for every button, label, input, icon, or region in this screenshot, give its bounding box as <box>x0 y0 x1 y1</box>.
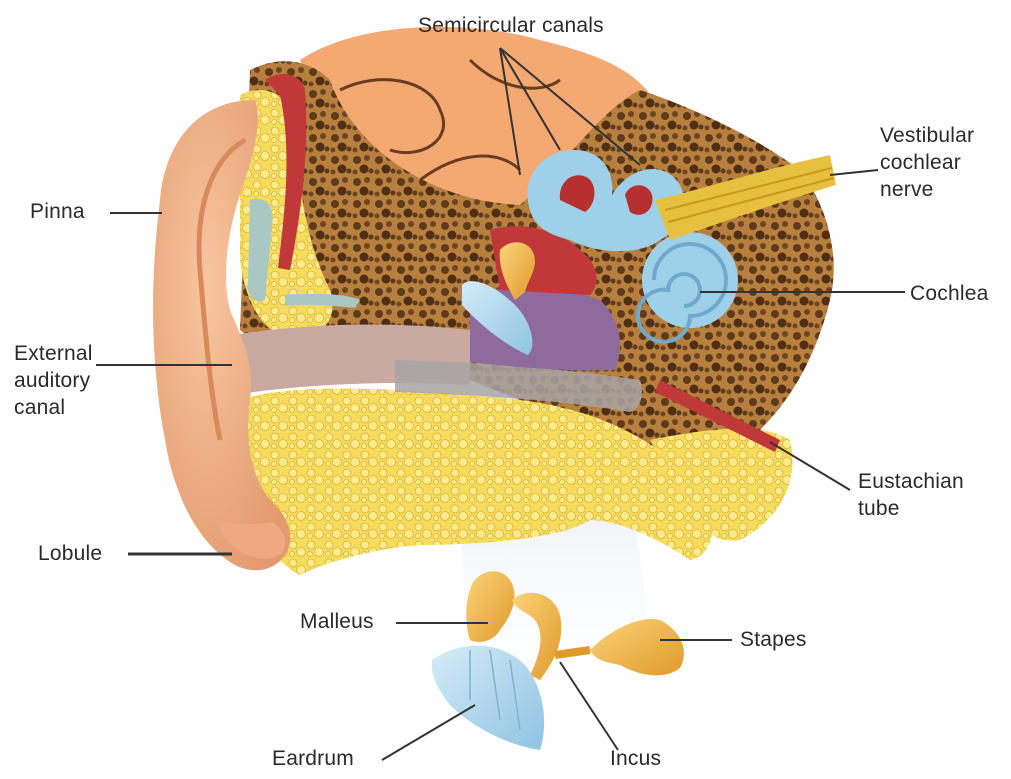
label-stapes: Stapes <box>740 626 807 653</box>
label-eustachian-tube: Eustachian tube <box>858 468 964 522</box>
label-vestibulocochlear-nerve: Vestibular cochlear nerve <box>880 122 974 203</box>
label-malleus: Malleus <box>300 608 374 635</box>
stapes-joint <box>555 650 590 655</box>
label-external-auditory-canal: External auditory canal <box>14 340 93 421</box>
label-eardrum: Eardrum <box>272 745 354 772</box>
label-pinna: Pinna <box>30 198 85 225</box>
leader-eardrum <box>382 705 475 760</box>
leader-nerve <box>830 170 878 175</box>
label-semicircular-canals: Semicircular canals <box>418 12 604 39</box>
label-lobule: Lobule <box>38 540 102 567</box>
label-cochlea: Cochlea <box>910 280 988 307</box>
label-incus: Incus <box>610 745 661 772</box>
